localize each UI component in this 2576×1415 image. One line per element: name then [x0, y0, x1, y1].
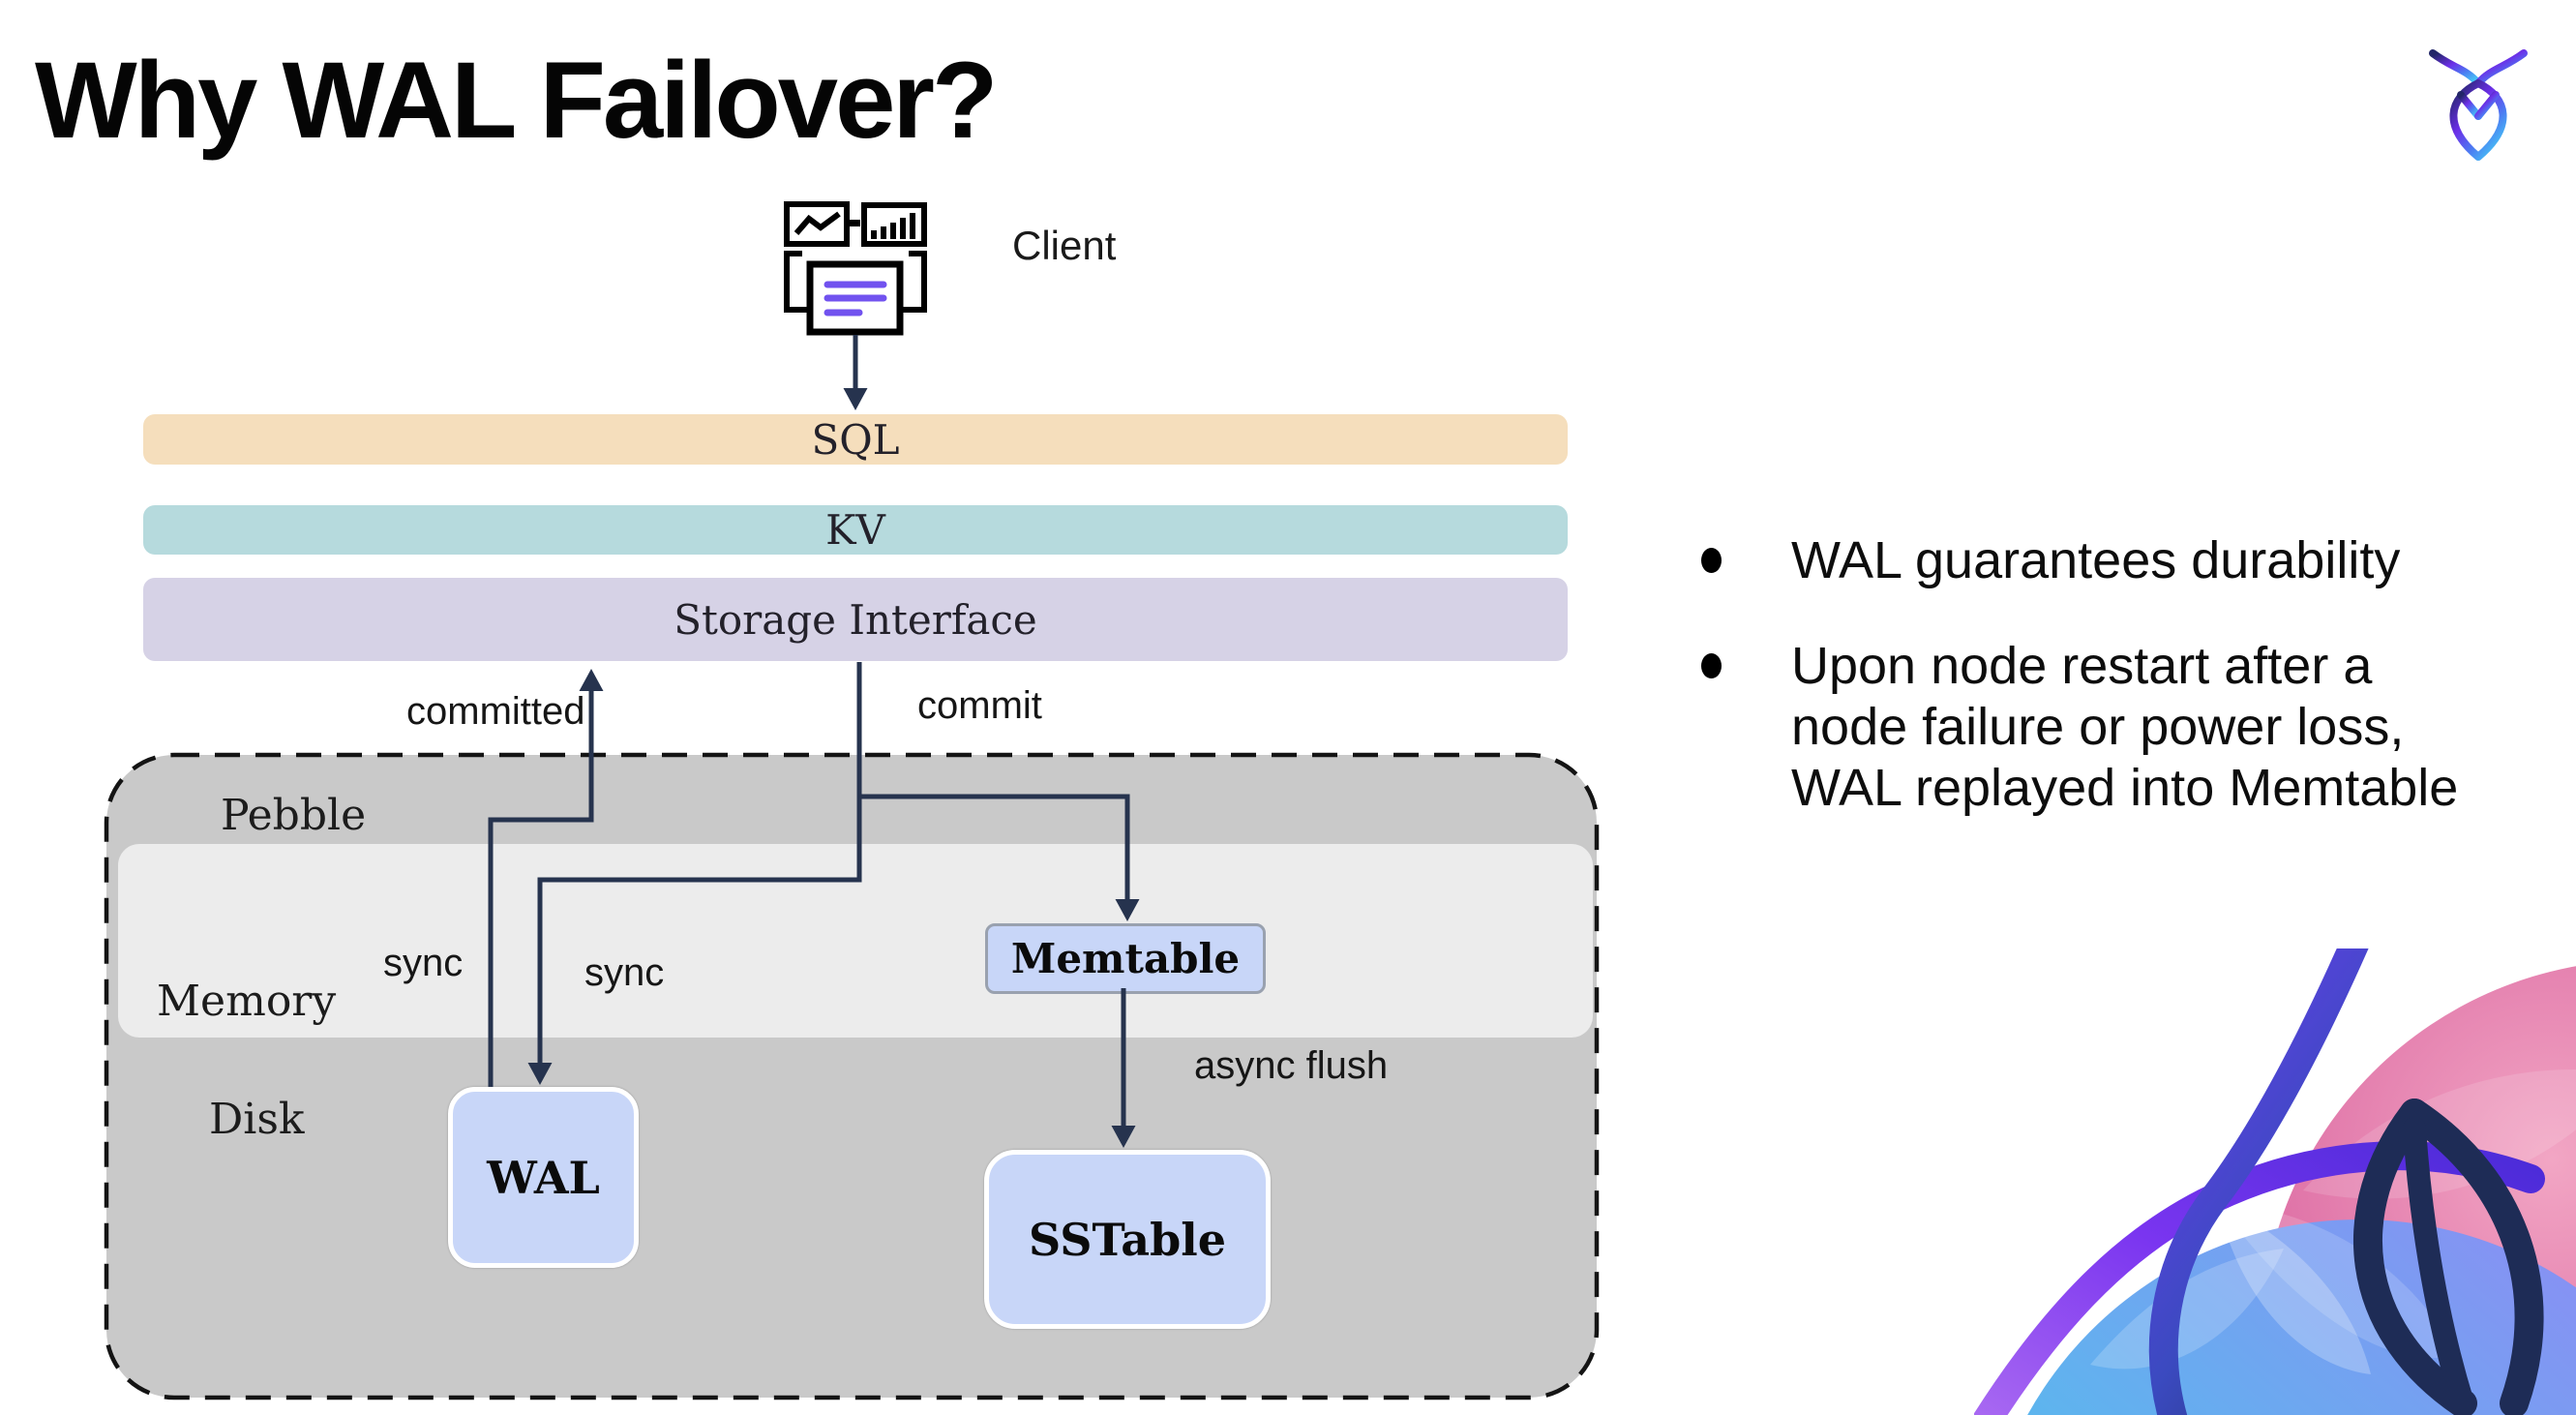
client-label: Client: [1012, 223, 1117, 268]
wal-node-label: WAL: [487, 1151, 600, 1204]
document-text-lines: [824, 281, 887, 316]
storage-interface-bar: Storage Interface: [143, 578, 1568, 661]
sql-layer-label: SQL: [811, 415, 900, 464]
disk-label: Disk: [209, 1095, 305, 1144]
sstable-node-label: SSTable: [1029, 1213, 1226, 1266]
storage-interface-label: Storage Interface: [674, 595, 1037, 644]
kv-layer-bar: KV: [143, 505, 1568, 555]
decorative-corner-art: [1974, 948, 2576, 1415]
edge-label-sync-right: sync: [584, 951, 665, 994]
kv-layer-label: KV: [825, 506, 885, 554]
pebble-label: Pebble: [221, 791, 367, 840]
arrow-wal-committed-to-storage: [488, 669, 604, 1087]
sstable-node: SSTable: [984, 1150, 1271, 1329]
bullet-dot-icon: [1701, 548, 1722, 573]
sql-layer-bar: SQL: [143, 414, 1568, 465]
bracket-frame: [784, 251, 927, 313]
bullet-text: WAL guarantees durability: [1791, 531, 2401, 589]
arrow-commit-sync-to-wal: [527, 662, 862, 1085]
bullet-text: Upon node restart after a node failure o…: [1791, 637, 2459, 817]
edge-label-committed: committed: [406, 690, 585, 733]
navy-leaf-outline: [2353, 1099, 2544, 1415]
icon-dash: [850, 220, 860, 226]
line-chart-glyph: [794, 211, 841, 235]
indigo-antenna-arc: [2148, 948, 2369, 1415]
bar-chart-glyph: [871, 213, 915, 239]
edge-label-async-flush: async flush: [1194, 1044, 1389, 1087]
arrow-commit-to-memtable: [859, 794, 1140, 921]
edge-label-commit: commit: [917, 684, 1042, 727]
client-icon: [784, 201, 927, 336]
cockroachdb-logo-icon: [2429, 49, 2528, 161]
memtable-node-label: Memtable: [1010, 935, 1241, 982]
edge-label-sync-left: sync: [383, 942, 464, 984]
bullet-dot-icon: [1701, 653, 1722, 678]
bullet-list: WAL guarantees durability Upon node rest…: [1701, 530, 2553, 863]
memory-band: [118, 844, 1593, 1038]
page-title: Why WAL Failover?: [35, 40, 998, 161]
wal-node: WAL: [448, 1087, 639, 1268]
list-item: Upon node restart after a node failure o…: [1701, 636, 2553, 819]
memory-label: Memory: [157, 977, 337, 1026]
memtable-node: Memtable: [985, 923, 1266, 994]
list-item: WAL guarantees durability: [1701, 530, 2553, 591]
